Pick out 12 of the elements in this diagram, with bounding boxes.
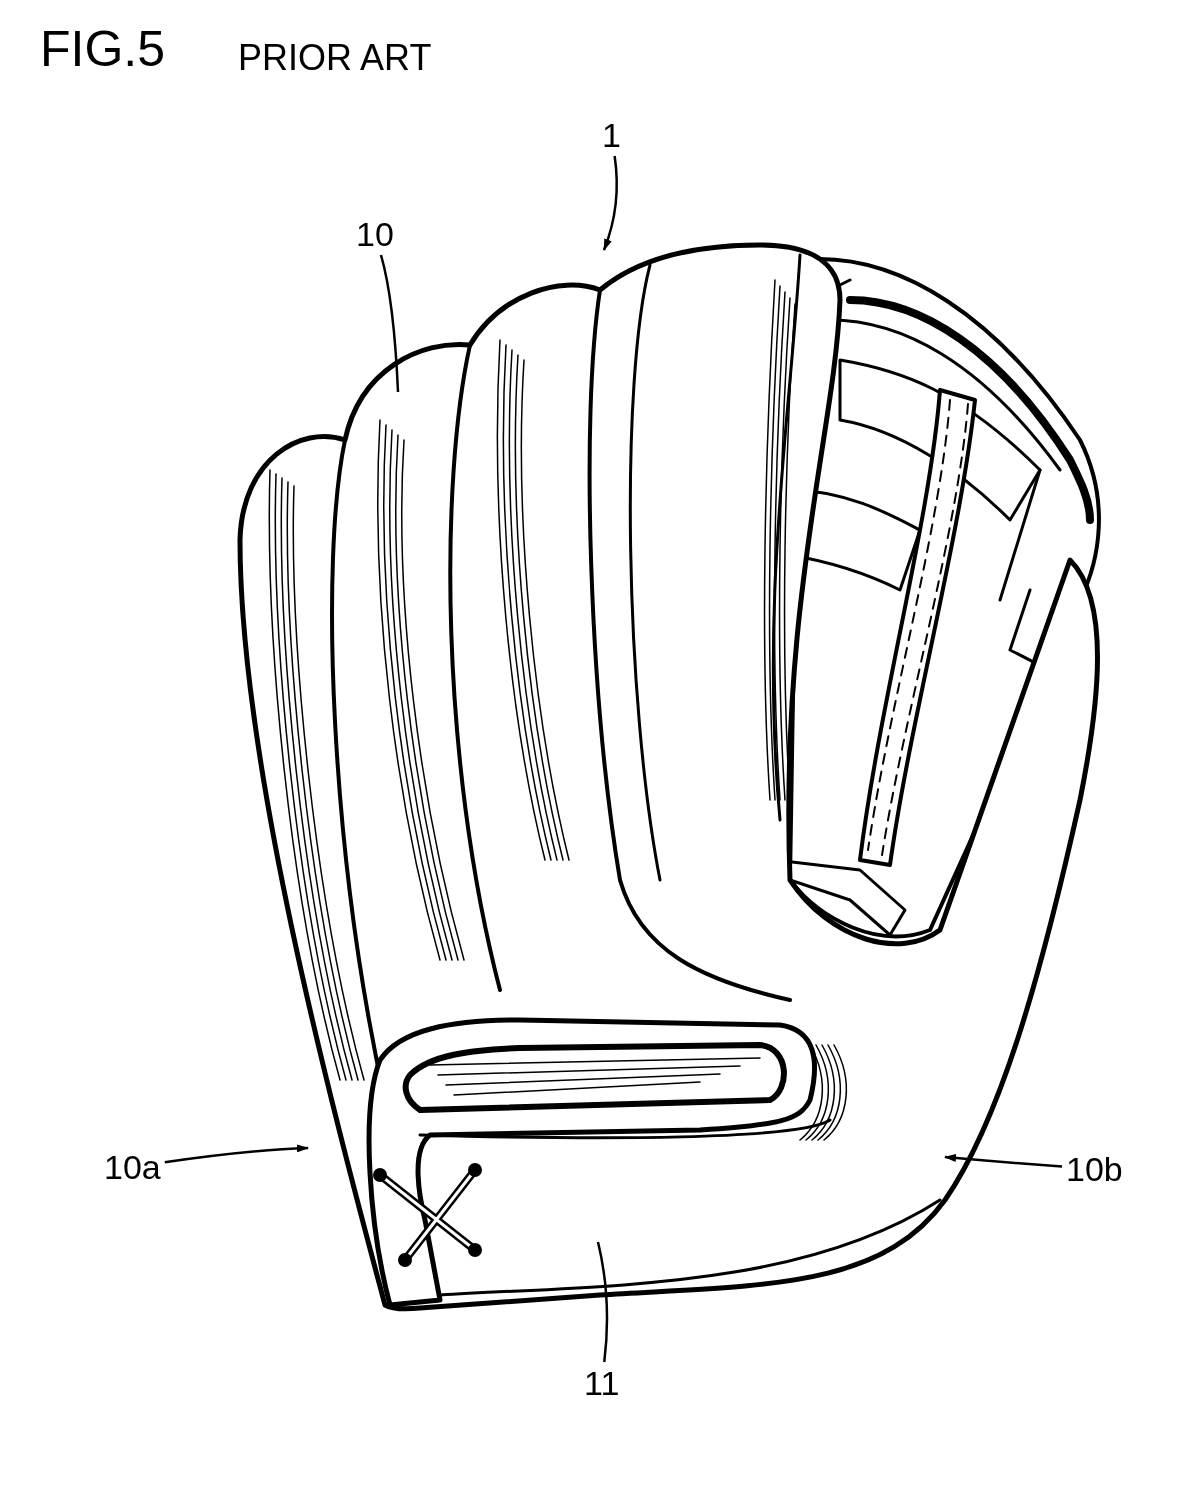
leader-line [379, 254, 400, 393]
figure-title: FIG.5 [40, 24, 166, 74]
callout-number: 10a [104, 1150, 161, 1184]
leader-line [596, 1241, 609, 1363]
callout-number: 1 [602, 118, 621, 152]
callout-number: 10 [356, 217, 394, 251]
callout-number: 11 [584, 1366, 620, 1400]
callout-number: 10b [1066, 1152, 1123, 1186]
leader-arrow [944, 1154, 1063, 1168]
leader-arrow [602, 155, 618, 251]
figure-note: PRIOR ART [238, 40, 432, 76]
leader-arrow [164, 1144, 309, 1164]
